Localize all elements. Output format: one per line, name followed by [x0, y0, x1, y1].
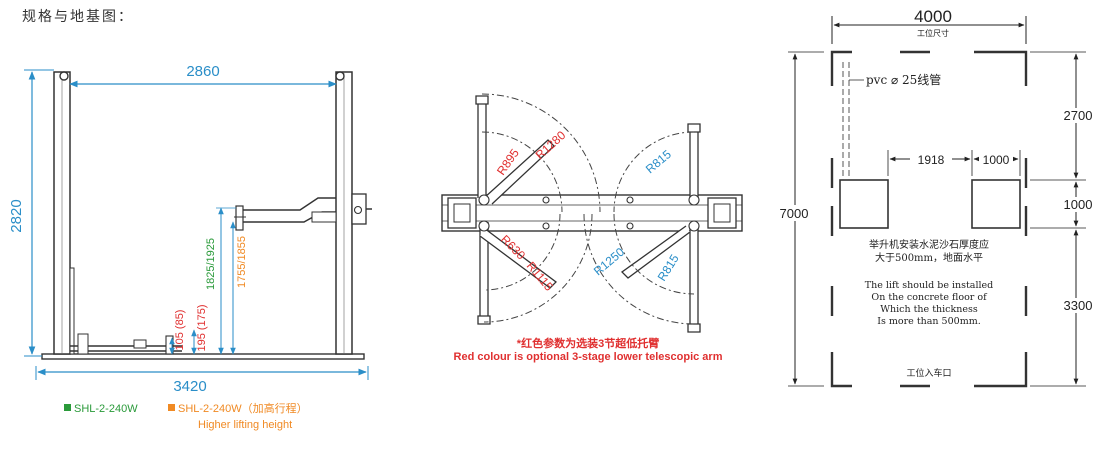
req-en-2: On the concrete floor of: [871, 292, 988, 303]
dim-7000: 7000: [780, 206, 809, 221]
dim-1918: 1918: [918, 153, 945, 167]
left-pit: [839, 179, 889, 229]
entrance-label: 工位入车口: [906, 367, 951, 379]
dim-2700: 2700: [1064, 108, 1093, 123]
r815-bottom-label: R815: [655, 252, 682, 284]
req-cn-2: 大于500mm，地面水平: [875, 251, 983, 264]
r1115-label: R1115: [524, 259, 557, 294]
station-size-label: 工位尺寸: [917, 28, 949, 38]
legend-high: SHL-2-240W（加高行程）: [178, 401, 308, 415]
req-cn-1: 举升机安装水泥沙石厚度应: [869, 238, 989, 251]
note-en: Red colour is optional 3-stage lower tel…: [454, 351, 723, 363]
legend-std: SHL-2-240W: [74, 403, 138, 415]
dim-3420: 3420: [173, 378, 206, 395]
req-en-3: Which the thickness: [880, 304, 978, 315]
page-title: 规格与地基图：: [22, 9, 134, 25]
dim-1755-1855: 1755/1855: [236, 236, 248, 288]
dim-2820: 2820: [8, 199, 25, 232]
r1250-label: R1250: [591, 245, 627, 279]
req-en-4: Is more than 500mm.: [877, 316, 980, 327]
front-view: 2860 3420 2820 105 (85) 195 (175) 1825/1…: [8, 63, 372, 395]
dim-1825-1925: 1825/1925: [205, 238, 217, 290]
r815-top-label: R815: [643, 147, 674, 176]
req-en-1: The lift should be installed: [865, 280, 994, 291]
dim-1000-h: 1000: [983, 153, 1010, 167]
right-pit: [971, 179, 1021, 229]
dim-105-85: 105 (85): [174, 310, 186, 351]
dim-195-175: 195 (175): [196, 304, 208, 351]
dim-2860: 2860: [186, 63, 219, 80]
note-cn: *红色参数为选装3节超低托臂: [517, 336, 659, 350]
r1280-label: R1280: [533, 128, 569, 162]
legend: SHL-2-240W SHL-2-240W（加高行程） Higher lifti…: [64, 401, 308, 431]
dim-3300: 3300: [1064, 298, 1093, 313]
top-view: R895 R1280 R815 R630 R1115 R1250 R815 *红…: [441, 93, 743, 363]
legend-high-en: Higher lifting height: [198, 419, 292, 431]
foundation-plan: pvc ⌀ 25线管 4000 工位尺寸 1918 1000 2700 1000…: [772, 7, 1098, 388]
dim-1000-v: 1000: [1064, 197, 1093, 212]
dim-4000: 4000: [914, 7, 952, 26]
pvc-pipe-label: pvc ⌀ 25线管: [866, 72, 941, 87]
base-plate: [41, 353, 365, 360]
